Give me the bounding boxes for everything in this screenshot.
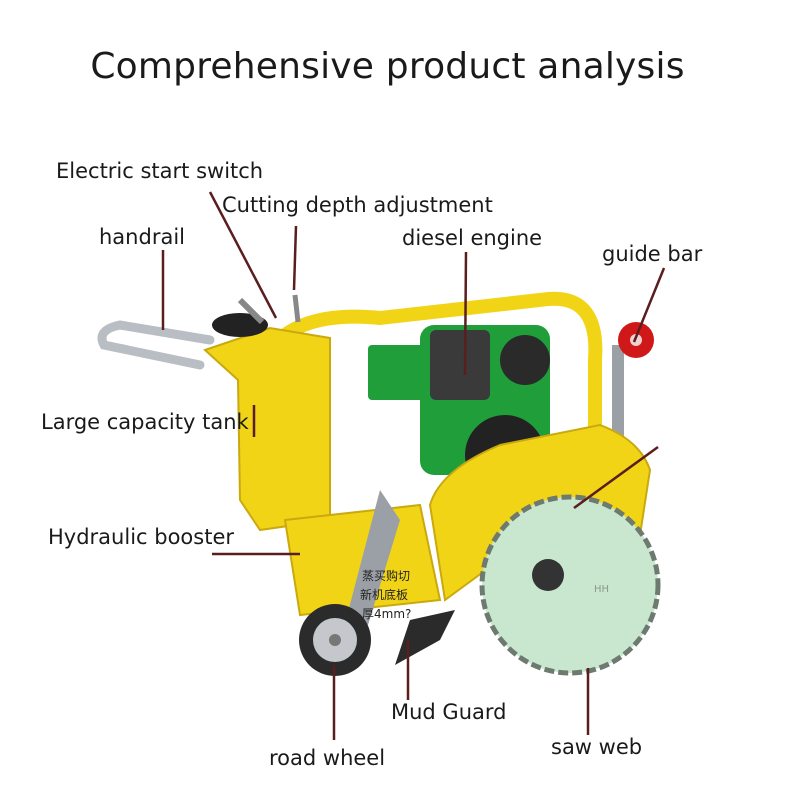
label-handrail: handrail [99,225,185,249]
leader-lines [161,191,666,740]
leader-guide-bar [632,267,666,343]
leader-saw-web-upper [573,445,659,510]
label-diesel-engine: diesel engine [402,226,543,250]
label-electric-start-switch: Electric start switch [56,159,264,183]
side-plate-text-1: 蒸买购切 [362,568,410,583]
mud-guard-plate [395,610,455,665]
leader-cutting-depth-adjustment [292,225,298,291]
start-switch-lever [237,297,265,325]
label-road-wheel: road wheel [269,746,386,770]
blade-text: HH [594,584,609,595]
depth-handle-lever [348,490,400,625]
side-plate-text-2: 新机底板 [360,587,408,602]
side-plate-text-3: 厚4mm? [362,607,411,621]
leader-diesel-engine [463,251,468,376]
label-cutting-depth-adjustment: Cutting depth adjustment [222,193,493,217]
handrail-bar [97,320,215,370]
top-frame-bar [263,291,603,447]
label-hydraulic-booster: Hydraulic booster [48,525,235,549]
label-saw-web: saw web [551,735,643,759]
blade-hub [532,559,564,591]
page-title: Comprehensive product analysis [90,46,685,87]
tank-cap [212,313,268,337]
engine-air-filter [500,335,550,385]
depth-adjust-knob [292,294,301,323]
label-large-capacity-tank: Large capacity tank [41,410,249,434]
saw-blade [479,494,661,676]
leader-electric-start-switch [208,191,278,319]
label-guide-bar: guide bar [602,242,703,266]
label-mud-guard: Mud Guard [391,700,507,724]
engine-cylinder-head [430,330,490,400]
